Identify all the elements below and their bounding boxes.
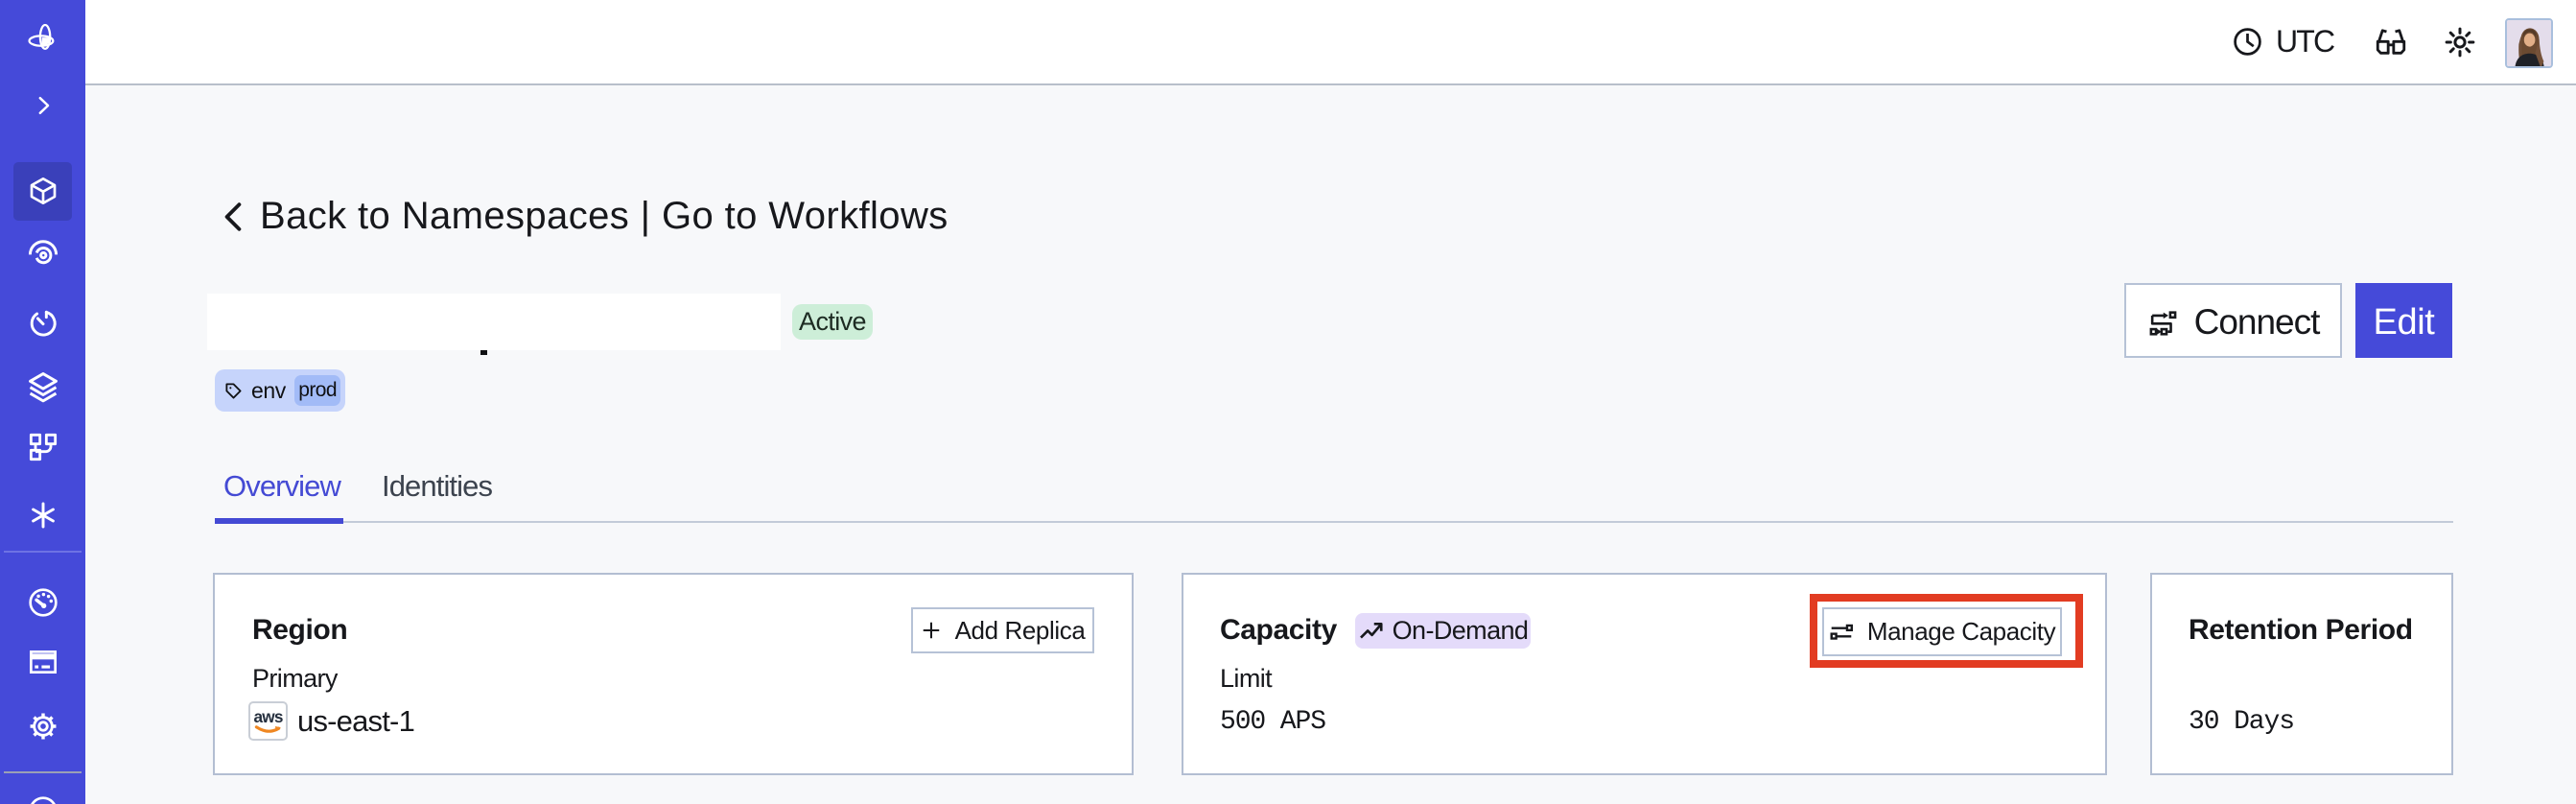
svg-text:aws: aws <box>254 707 283 726</box>
